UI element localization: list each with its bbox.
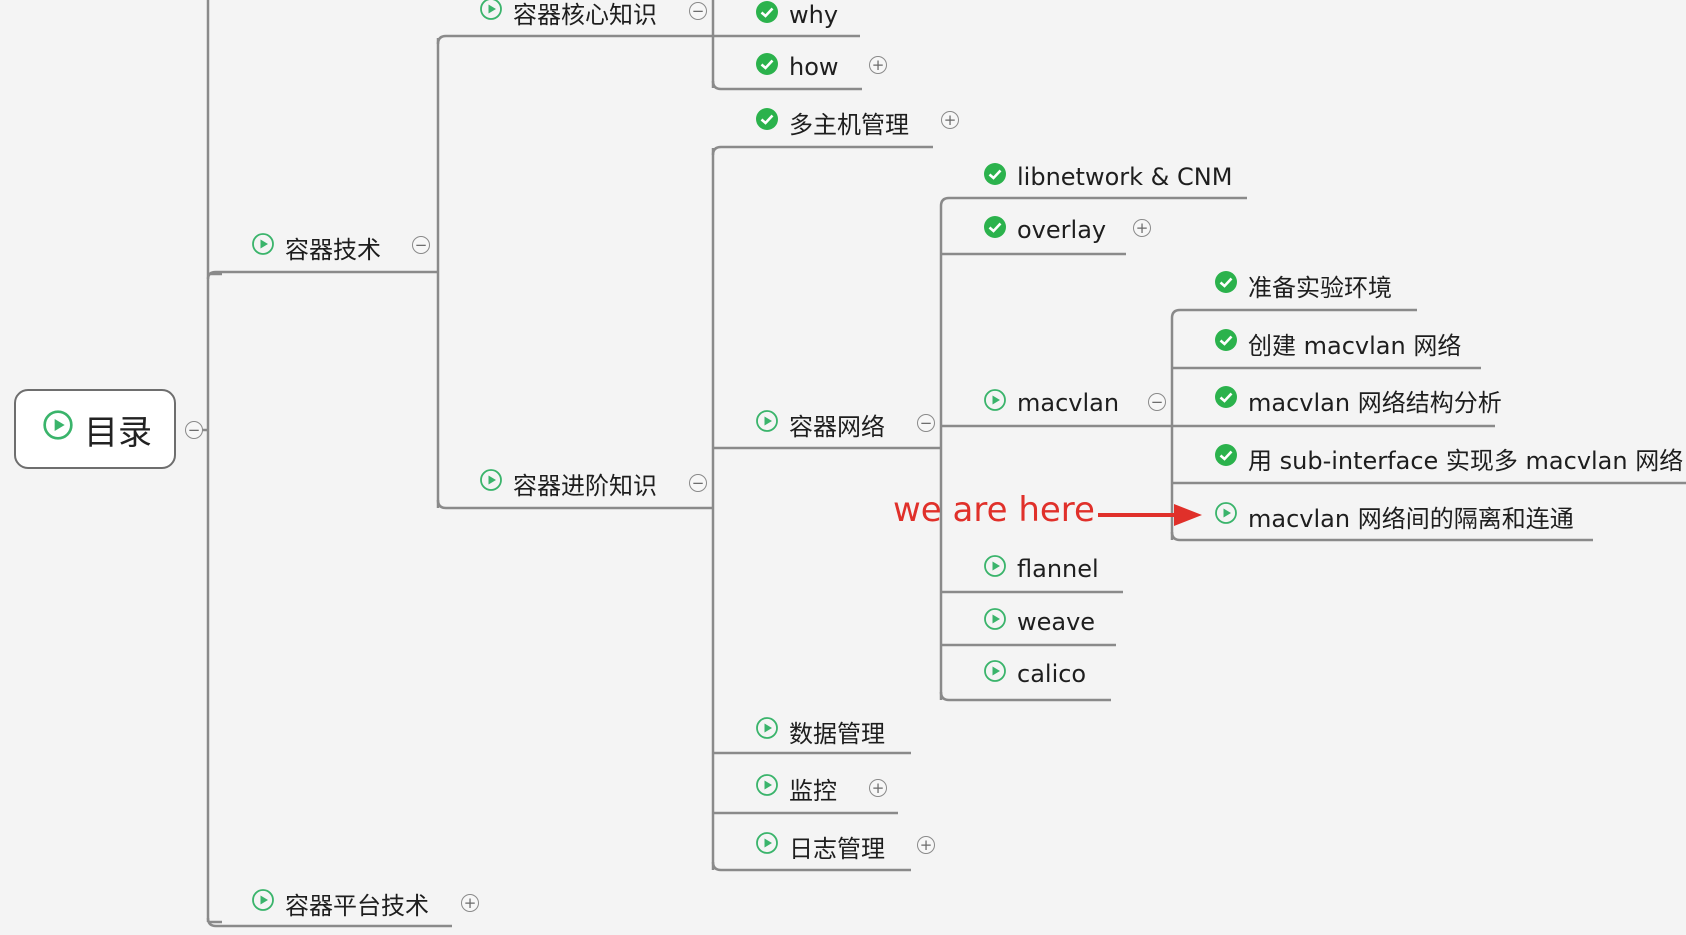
- node-label: macvlan: [1017, 389, 1120, 417]
- play-circle-icon: [251, 232, 275, 262]
- play-circle-icon: [1214, 501, 1238, 531]
- node-label: 创建 macvlan 网络: [1248, 331, 1462, 360]
- node-label: 日志管理: [789, 834, 885, 863]
- node-label: 容器进阶知识: [513, 471, 657, 500]
- node-label: 容器网络: [789, 412, 885, 441]
- play-circle-icon: [983, 659, 1007, 689]
- check-circle-icon: [983, 162, 1007, 192]
- expand-toggle[interactable]: +: [461, 894, 479, 912]
- expand-toggle[interactable]: +: [917, 836, 935, 854]
- node-label: 监控: [789, 776, 837, 805]
- node-platform[interactable]: 容器平台技术: [251, 888, 429, 920]
- node-libnetwork[interactable]: libnetwork & CNM: [983, 162, 1232, 192]
- node-label: 容器核心知识: [513, 0, 657, 29]
- play-circle-icon: [755, 716, 779, 746]
- node-macvlan[interactable]: macvlan: [983, 388, 1119, 418]
- collapse-toggle[interactable]: −: [689, 2, 707, 20]
- node-mv-struct[interactable]: macvlan 网络结构分析: [1214, 385, 1502, 417]
- play-circle-icon: [755, 409, 779, 439]
- play-circle-icon: [42, 409, 74, 450]
- node-multi-host[interactable]: 多主机管理: [755, 107, 909, 139]
- collapse-toggle[interactable]: −: [917, 414, 935, 432]
- check-circle-icon: [983, 215, 1007, 245]
- node-mv-env[interactable]: 准备实验环境: [1214, 270, 1392, 302]
- play-circle-icon: [983, 607, 1007, 637]
- node-label: flannel: [1017, 555, 1099, 583]
- node-label: 容器平台技术: [285, 891, 429, 920]
- expand-toggle[interactable]: +: [941, 111, 959, 129]
- node-monitor[interactable]: 监控: [755, 773, 837, 805]
- node-label: 容器技术: [285, 235, 381, 264]
- expand-toggle[interactable]: +: [869, 779, 887, 797]
- root-label: 目录: [84, 412, 152, 453]
- check-circle-icon: [1214, 443, 1238, 473]
- node-overlay[interactable]: overlay: [983, 215, 1106, 245]
- node-mv-isolation[interactable]: macvlan 网络间的隔离和连通: [1214, 501, 1574, 533]
- node-label: calico: [1017, 660, 1087, 688]
- node-calico[interactable]: calico: [983, 659, 1086, 689]
- collapse-toggle[interactable]: −: [185, 421, 203, 439]
- node-flannel[interactable]: flannel: [983, 554, 1099, 584]
- check-circle-icon: [1214, 385, 1238, 415]
- node-mv-create[interactable]: 创建 macvlan 网络: [1214, 328, 1462, 360]
- node-network[interactable]: 容器网络: [755, 409, 885, 441]
- root-node[interactable]: 目录: [14, 389, 176, 469]
- collapse-toggle[interactable]: −: [1148, 393, 1166, 411]
- play-circle-icon: [755, 831, 779, 861]
- node-label: weave: [1017, 608, 1096, 636]
- node-why[interactable]: why: [755, 0, 838, 30]
- node-mv-subif[interactable]: 用 sub-interface 实现多 macvlan 网络: [1214, 443, 1684, 475]
- collapse-toggle[interactable]: −: [412, 236, 430, 254]
- expand-toggle[interactable]: +: [1133, 219, 1151, 237]
- play-circle-icon: [755, 773, 779, 803]
- node-data-mgmt[interactable]: 数据管理: [755, 716, 885, 748]
- annotation-text: we are here: [893, 490, 1095, 530]
- node-label: libnetwork & CNM: [1017, 163, 1233, 191]
- node-label: macvlan 网络结构分析: [1248, 388, 1502, 417]
- play-circle-icon: [983, 554, 1007, 584]
- collapse-toggle[interactable]: −: [689, 474, 707, 492]
- node-label: 多主机管理: [789, 110, 909, 139]
- node-label: overlay: [1017, 216, 1107, 244]
- play-circle-icon: [983, 388, 1007, 418]
- node-label: macvlan 网络间的隔离和连通: [1248, 504, 1574, 533]
- node-label: 用 sub-interface 实现多 macvlan 网络: [1248, 446, 1684, 475]
- play-circle-icon: [251, 888, 275, 918]
- node-label: 数据管理: [789, 719, 885, 748]
- expand-toggle[interactable]: +: [869, 56, 887, 74]
- node-core-knowledge[interactable]: 容器核心知识: [479, 0, 657, 29]
- node-how[interactable]: how: [755, 52, 839, 82]
- annotation-arrow: [1098, 504, 1202, 526]
- node-advanced[interactable]: 容器进阶知识: [479, 468, 657, 500]
- play-circle-icon: [479, 468, 503, 498]
- node-log-mgmt[interactable]: 日志管理: [755, 831, 885, 863]
- play-circle-icon: [479, 0, 503, 27]
- check-circle-icon: [1214, 270, 1238, 300]
- check-circle-icon: [755, 52, 779, 82]
- node-label: how: [789, 53, 839, 81]
- check-circle-icon: [1214, 328, 1238, 358]
- node-container-tech[interactable]: 容器技术: [251, 232, 381, 264]
- check-circle-icon: [755, 107, 779, 137]
- check-circle-icon: [755, 0, 779, 30]
- node-weave[interactable]: weave: [983, 607, 1095, 637]
- node-label: why: [789, 1, 839, 29]
- node-label: 准备实验环境: [1248, 273, 1392, 302]
